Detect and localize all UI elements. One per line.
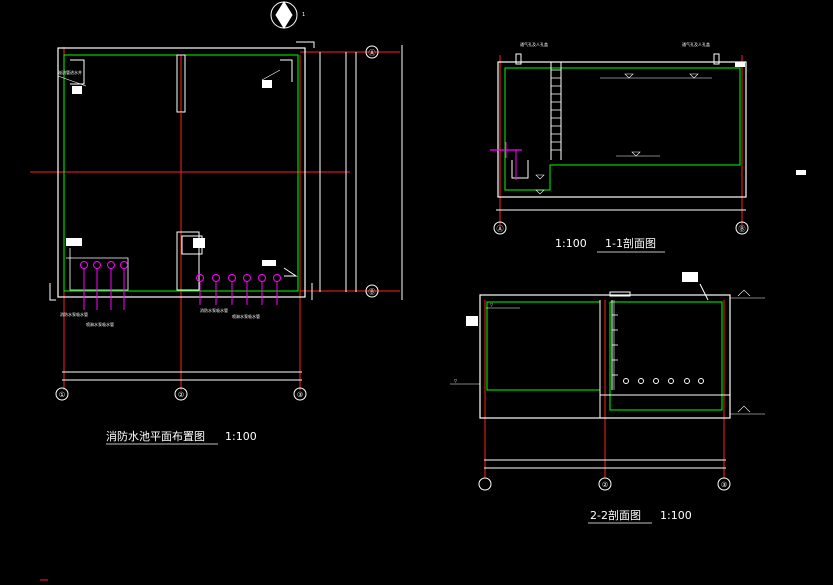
s1-axis-bubble-b: Ⓑ [735,221,749,235]
section-2-2: ▽ ▽ ② ③ 2-2剖面图 1:100 [450,272,765,524]
plan-axis-bubble-1: ① [55,387,69,401]
section-2-scale: 1:100 [660,509,692,522]
svg-text:消防水泵吸水管: 消防水泵吸水管 [60,311,88,317]
svg-text:喷淋水泵吸水管: 喷淋水泵吸水管 [86,321,114,327]
section-1-title: 1-1剖面图 [605,236,656,250]
svg-text:消防水泵吸水管: 消防水泵吸水管 [200,307,228,313]
s2-axis-bubble-3: ③ [717,477,731,491]
svg-text:▽: ▽ [490,302,494,307]
plan-view: 1 溢流管进水井 [30,1,403,445]
plan-axis-bubble-b: Ⓑ [365,284,379,298]
section-1-scale: 1:100 [555,237,587,250]
svg-text:Ⓐ: Ⓐ [497,225,504,233]
svg-text:Ⓑ: Ⓑ [369,288,376,296]
section-2-title: 2-2剖面图 [590,508,641,522]
svg-text:②: ② [602,481,608,489]
s1-axis-bubble-a: Ⓐ [493,221,507,235]
plan-scale: 1:100 [225,430,257,443]
plan-axis-bubble-2: ② [174,387,188,401]
pump-group-right: 消防水泵吸水管 喷淋水泵吸水管 [196,260,298,319]
svg-text:③: ③ [721,481,727,489]
plan-axis-bubble-a: Ⓐ [365,45,379,59]
svg-text:③: ③ [297,391,303,399]
s2-axis-bubble-2: ② [598,477,612,491]
svg-text:①: ① [59,391,65,399]
section-1-1: 通气孔及人孔盖 通气孔及人孔盖 Ⓐ Ⓑ 1:100 1-1剖面图 [490,41,806,253]
svg-text:喷淋水泵吸水管: 喷淋水泵吸水管 [232,313,260,319]
svg-text:②: ② [178,391,184,399]
svg-text:通气孔及人孔盖: 通气孔及人孔盖 [682,41,710,47]
svg-text:Ⓐ: Ⓐ [369,49,376,57]
svg-text:通气孔及人孔盖: 通气孔及人孔盖 [520,41,548,47]
section-marker: 1 [270,1,305,29]
svg-text:▽: ▽ [454,378,458,383]
plan-axis-bubble-3: ③ [293,387,307,401]
svg-text:溢流管进水井: 溢流管进水井 [58,69,82,75]
pump-group-left: 消防水泵吸水管 喷淋水泵吸水管 [60,238,129,327]
plan-title: 消防水池平面布置图 [106,429,205,443]
section-marker-label: 1 [302,12,305,18]
svg-text:Ⓑ: Ⓑ [739,225,746,233]
